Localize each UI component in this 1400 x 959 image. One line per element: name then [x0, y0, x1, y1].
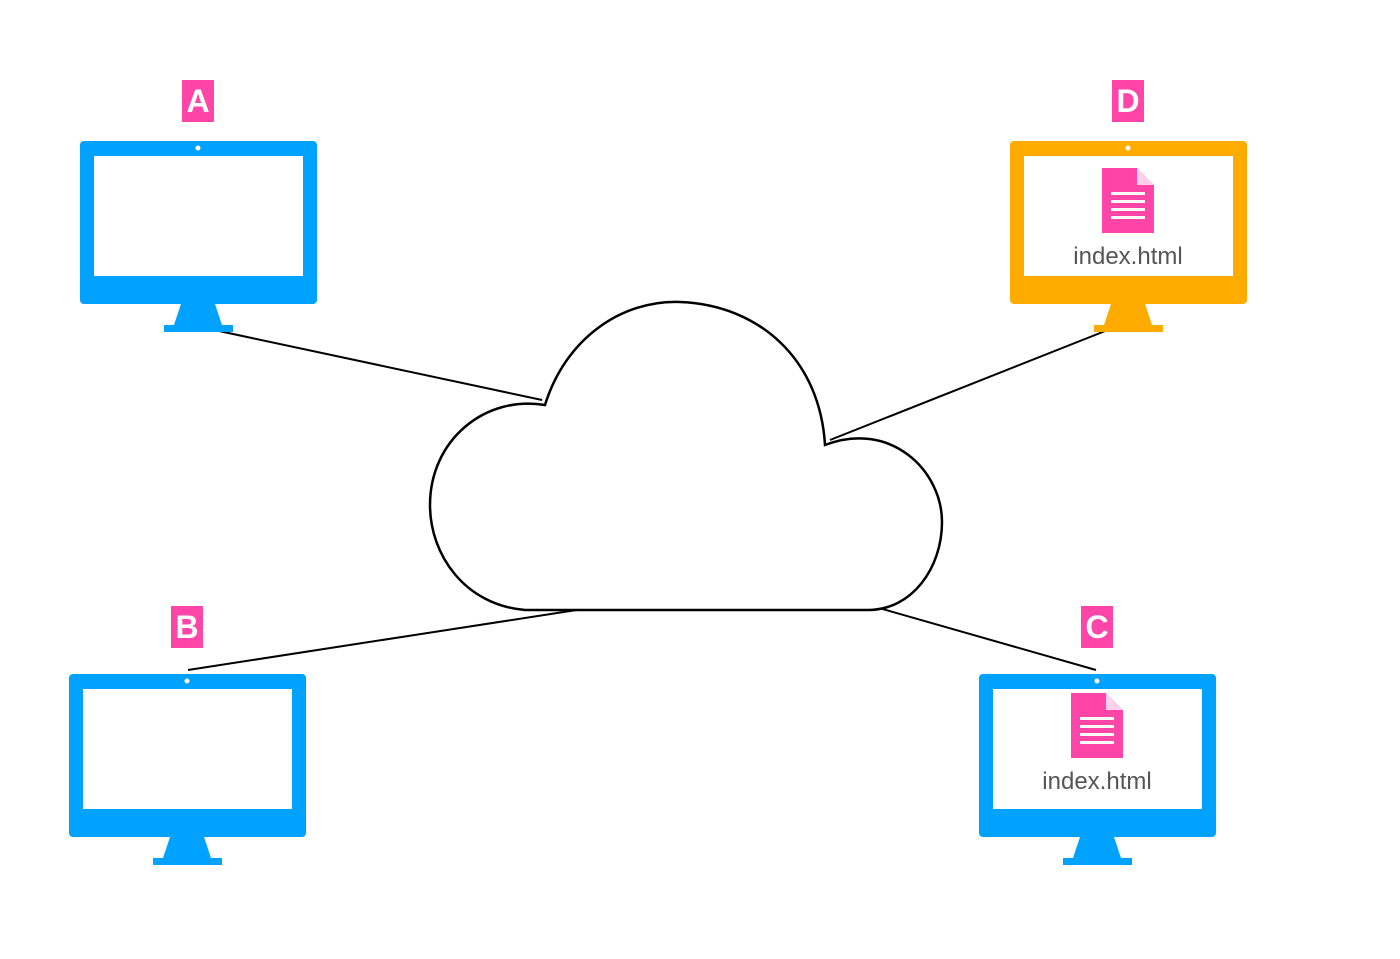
connection-a-cloud: [204, 327, 543, 401]
connection-b-cloud: [187, 606, 597, 671]
node-label-b: B: [171, 606, 203, 648]
computer-b: [69, 674, 306, 865]
node-label-a: A: [182, 80, 214, 122]
connection-d-cloud: [829, 317, 1139, 441]
file-name-d: index.html: [1073, 243, 1183, 270]
file-name-c: index.html: [1042, 768, 1152, 795]
file-document-icon: [1102, 168, 1154, 233]
node-label-c: C: [1081, 606, 1113, 648]
cloud-icon: [428, 300, 944, 612]
connection-c-cloud: [871, 605, 1097, 671]
file-document-icon: [1071, 693, 1123, 758]
node-label-d: D: [1112, 80, 1144, 122]
computer-a: [80, 141, 317, 332]
